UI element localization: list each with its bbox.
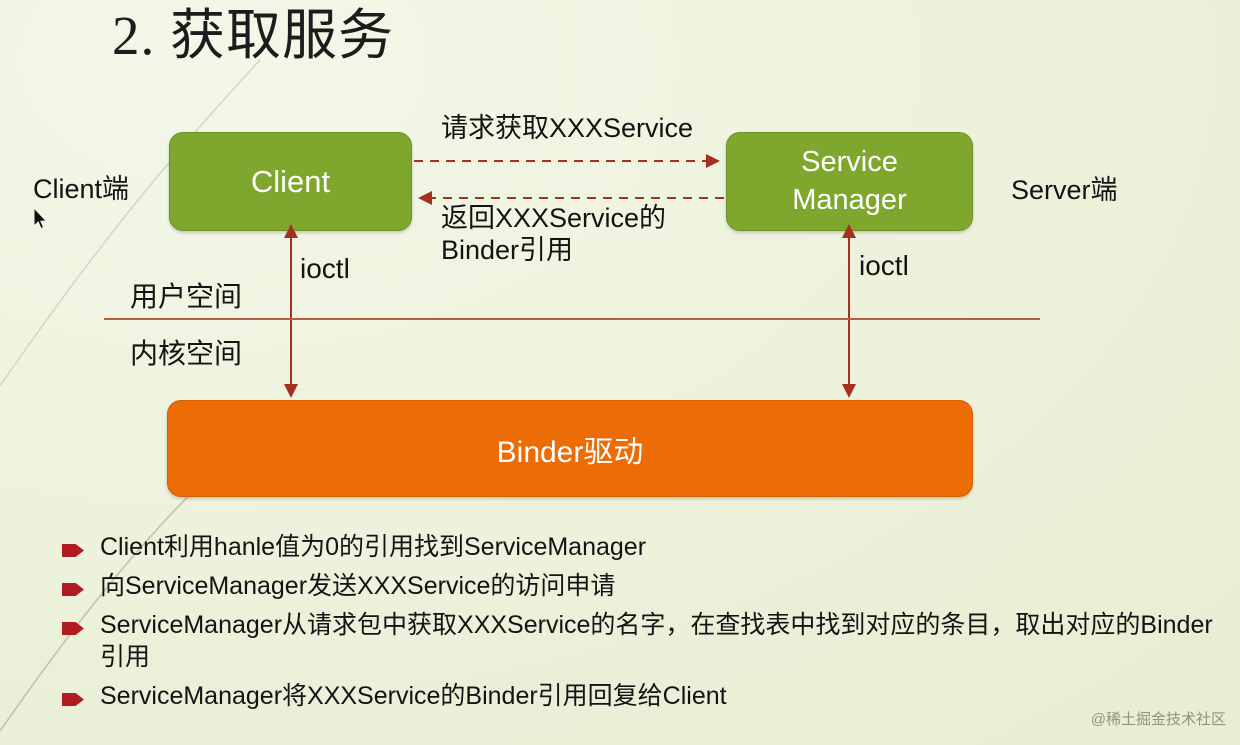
bullet-arrow-icon [62,693,84,706]
bullet-arrow-icon [62,622,84,635]
bullet-list: Client利用hanle值为0的引用找到ServiceManager 向Ser… [62,531,1232,719]
label-request-message: 请求获取XXXService [441,113,694,143]
list-item-text: ServiceManager将XXXService的Binder引用回复给Cli… [100,682,727,710]
bullet-arrow-icon [62,583,84,596]
label-kernel-space: 内核空间 [130,339,243,370]
list-item: Client利用hanle值为0的引用找到ServiceManager [62,531,1232,563]
label-client-side: Client端 [33,174,130,204]
list-item: ServiceManager从请求包中获取XXXService的名字，在查找表中… [62,609,1232,673]
watermark: @稀土掘金技术社区 [1090,711,1226,728]
user-kernel-space-divider [104,318,1040,320]
bullet-arrow-icon [62,544,84,557]
node-service-manager: Service Manager [726,132,973,231]
list-item-text: ServiceManager从请求包中获取XXXService的名字，在查找表中… [100,611,1213,671]
list-item-text: Client利用hanle值为0的引用找到ServiceManager [100,533,647,561]
label-ioctl-left: ioctl [300,253,350,284]
node-client: Client [169,132,412,231]
label-user-space: 用户空间 [130,282,243,313]
label-reply-message: 返回XXXService的 Binder引用 [441,203,667,265]
list-item: 向ServiceManager发送XXXService的访问申请 [62,570,1232,602]
label-ioctl-right: ioctl [859,250,909,281]
label-server-side: Server端 [1011,175,1118,205]
mouse-cursor-icon [33,207,48,230]
page-title: 2. 获取服务 [112,5,395,66]
list-item: ServiceManager将XXXService的Binder引用回复给Cli… [62,680,1232,712]
list-item-text: 向ServiceManager发送XXXService的访问申请 [100,572,616,600]
node-binder-driver: Binder驱动 [167,400,973,497]
